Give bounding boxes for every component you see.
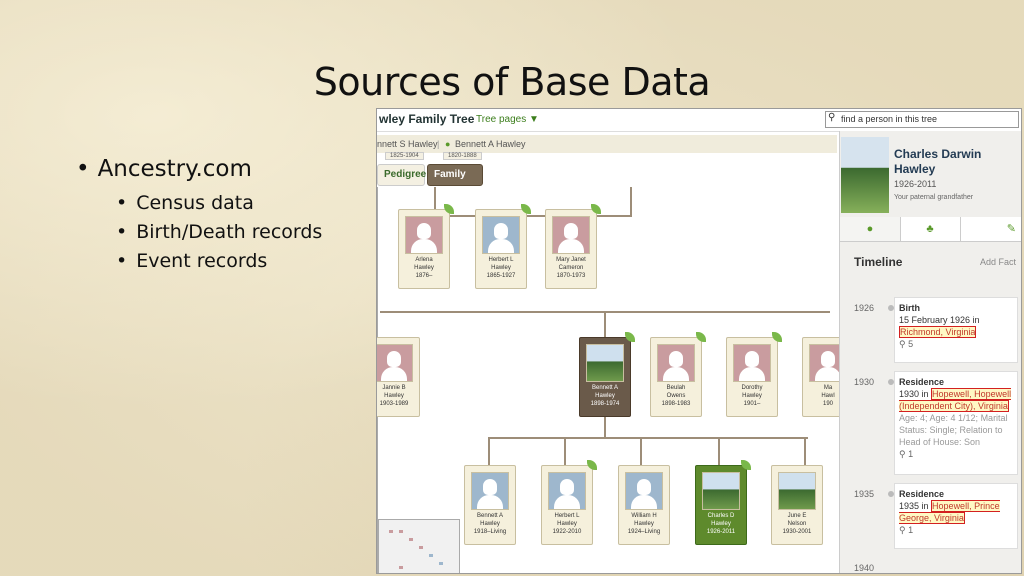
profile-tabs: ● ♣ ✎ bbox=[840, 217, 1021, 242]
family-tab-icon[interactable]: ♣ bbox=[900, 217, 961, 241]
tree-pages-menu[interactable]: Tree pages ▼ bbox=[476, 114, 539, 125]
find-person-placeholder: find a person in this tree bbox=[841, 114, 938, 124]
bullet-birth-death: Birth/Death records bbox=[116, 221, 366, 243]
source-count: ⚲ 1 bbox=[899, 449, 914, 459]
hint-leaf-icon[interactable] bbox=[591, 204, 601, 214]
breadcrumb: nnett S Hawley | ● Bennett A Hawley bbox=[377, 135, 837, 153]
event-residence-1935[interactable]: Residence 1935 in Hopewell, Prince Georg… bbox=[894, 483, 1018, 549]
hint-leaf-icon[interactable] bbox=[696, 332, 706, 342]
hint-leaf-icon[interactable] bbox=[772, 332, 782, 342]
event-year: 1926 bbox=[854, 303, 875, 313]
profile-years: 1926-2011 bbox=[894, 179, 937, 189]
tree-minimap[interactable] bbox=[378, 519, 460, 573]
source-count: ⚲ 5 bbox=[899, 339, 914, 349]
top-card-dates-1: 1825-1904 bbox=[385, 152, 424, 160]
ancestry-screenshot: wley Family Tree Tree pages ▼ ⚲ find a p… bbox=[376, 108, 1022, 574]
crumb-2[interactable]: Bennett A Hawley bbox=[455, 139, 526, 149]
event-year: 1930 bbox=[854, 377, 875, 387]
add-fact-button[interactable]: Add Fact bbox=[979, 257, 1016, 267]
profile-name[interactable]: Charles Darwin Hawley bbox=[894, 147, 982, 176]
source-count: ⚲ 1 bbox=[899, 525, 914, 535]
person-profile-panel: Charles Darwin Hawley 1926-2011 Your pat… bbox=[839, 131, 1021, 573]
bullet-event-records: Event records bbox=[116, 250, 366, 272]
person-tab-icon[interactable]: ● bbox=[840, 217, 901, 241]
attachment-icon: ⚲ bbox=[899, 449, 906, 459]
bullet-list: Ancestry.com Census data Birth/Death rec… bbox=[76, 156, 366, 279]
attachment-icon: ⚲ bbox=[899, 525, 906, 535]
event-residence-1930[interactable]: Residence 1930 in Hopewell, Hopewell (In… bbox=[894, 371, 1018, 475]
event-year: 1935 bbox=[854, 489, 875, 499]
event-year: 1940 bbox=[854, 563, 875, 573]
attachment-icon: ⚲ bbox=[899, 339, 906, 349]
crumb-separator: | bbox=[437, 139, 440, 149]
birth-place-highlight[interactable]: Richmond, Virginia bbox=[899, 326, 977, 338]
timeline-dot bbox=[888, 305, 894, 311]
bullet-census: Census data bbox=[116, 192, 366, 214]
timeline-heading: Timeline bbox=[854, 255, 903, 269]
find-person-input[interactable]: ⚲ find a person in this tree bbox=[825, 111, 1019, 128]
search-icon: ⚲ bbox=[828, 112, 836, 123]
profile-photo[interactable] bbox=[841, 137, 889, 213]
hint-leaf-icon[interactable] bbox=[444, 204, 454, 214]
hints-tab-icon[interactable]: ✎ bbox=[960, 217, 1021, 241]
hint-leaf-icon[interactable] bbox=[587, 460, 597, 470]
tree-toolbar: wley Family Tree Tree pages ▼ ⚲ find a p… bbox=[377, 109, 1021, 132]
top-card-dates-2: 1820-1888 bbox=[443, 152, 482, 160]
tab-pedigree[interactable]: Pedigree bbox=[377, 164, 426, 186]
crumb-1[interactable]: nnett S Hawley bbox=[377, 139, 438, 149]
tab-family[interactable]: Family bbox=[427, 164, 483, 186]
bullet-ancestry: Ancestry.com bbox=[76, 156, 366, 182]
person-icon: ● bbox=[445, 139, 451, 149]
event-birth[interactable]: Birth 15 February 1926 in Richmond, Virg… bbox=[894, 297, 1018, 363]
hint-leaf-icon[interactable] bbox=[521, 204, 531, 214]
slide-title: Sources of Base Data bbox=[313, 60, 711, 104]
tree-title: wley Family Tree bbox=[379, 112, 475, 126]
hint-leaf-icon[interactable] bbox=[625, 332, 635, 342]
timeline-dot bbox=[888, 379, 894, 385]
hint-leaf-icon[interactable] bbox=[741, 460, 751, 470]
profile-relation: Your paternal grandfather bbox=[894, 194, 974, 201]
timeline-dot bbox=[888, 491, 894, 497]
